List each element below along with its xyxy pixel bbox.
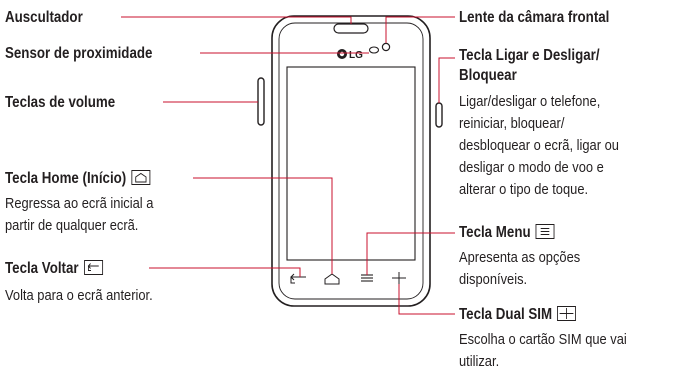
power-key-desc-1: Ligar/desligar o telefone, <box>459 93 601 110</box>
phone-screen <box>286 66 416 261</box>
menu-icon <box>535 224 555 239</box>
back-key-title: Tecla Voltar <box>5 260 79 277</box>
soft-dual-sim-icon <box>392 272 406 284</box>
power-key-desc-3: desbloquear o ecrã, ligar ou <box>459 137 619 154</box>
power-key-title-2: Bloquear <box>459 67 517 84</box>
home-key-label: Tecla Home (Início) <box>5 169 151 188</box>
dual-sim-icon <box>557 306 577 321</box>
volume-key <box>257 77 265 126</box>
power-key-desc-5: alterar o tipo de toque. <box>459 181 589 198</box>
soft-home-icon <box>324 273 340 285</box>
menu-key-desc-2: disponíveis. <box>459 271 528 288</box>
power-key-title-1: Tecla Ligar e Desligar/ <box>459 47 600 64</box>
home-key-desc-1: Regressa ao ecrã inicial a <box>5 195 154 212</box>
leader-lines <box>121 16 455 315</box>
dual-sim-key-title: Tecla Dual SIM <box>459 306 553 323</box>
menu-key-title: Tecla Menu <box>459 224 531 241</box>
dual-sim-key-desc-1: Escolha o cartão SIM que vai <box>459 331 627 348</box>
power-key-desc-2: reiniciar, bloquear/ <box>459 115 565 132</box>
power-key <box>435 102 443 128</box>
back-key-label: Tecla Voltar <box>5 259 103 278</box>
front-camera <box>381 42 391 52</box>
dual-sim-key-desc-2: utilizar. <box>459 353 500 370</box>
earpiece-slot <box>333 23 369 34</box>
front-camera-label: Lente da câmara frontal <box>459 9 610 26</box>
volume-keys-label: Teclas de volume <box>5 94 116 111</box>
proximity-sensor-label: Sensor de proximidade <box>5 45 153 62</box>
proximity-sensor <box>368 46 380 54</box>
menu-key-desc-1: Apresenta as opções <box>459 249 581 266</box>
back-icon <box>83 260 103 275</box>
menu-key-label: Tecla Menu <box>459 223 555 242</box>
home-key-title: Tecla Home (Início) <box>5 170 127 187</box>
earpiece-label: Auscultador <box>5 9 83 26</box>
soft-back-icon <box>290 273 306 284</box>
back-key-desc: Volta para o ecrã anterior. <box>5 287 153 304</box>
power-key-desc-4: desligar o modo de voo e <box>459 159 604 176</box>
home-icon <box>131 170 151 185</box>
dual-sim-key-label: Tecla Dual SIM <box>459 305 577 324</box>
phone-brand: LG <box>349 50 363 61</box>
home-key-desc-2: partir de qualquer ecrã. <box>5 217 139 234</box>
